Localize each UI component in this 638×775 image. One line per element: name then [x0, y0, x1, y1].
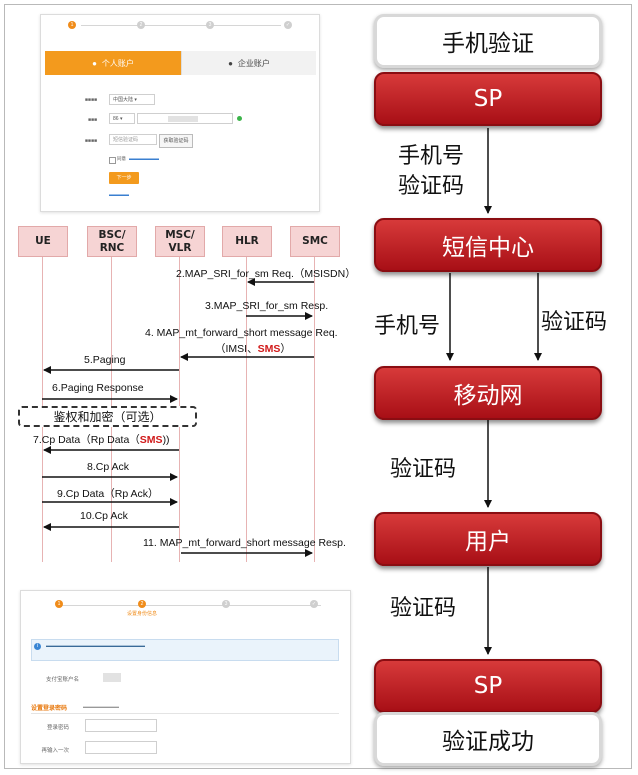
tab-company-account[interactable]: ● 企业账户 [181, 51, 316, 75]
flow-mobile-network: 移动网 [374, 366, 602, 420]
flow-label-code-3: 验证码 [390, 457, 457, 482]
agree-label: 同意 [117, 156, 126, 161]
lifeline-smc [314, 257, 315, 562]
entity-ue: UE [18, 226, 68, 257]
agree-checkbox[interactable] [109, 157, 116, 164]
entity-hlr: HLR [222, 226, 272, 257]
identity-step-4: ✓ [310, 600, 318, 608]
tab-company-label: 企业账户 [237, 58, 270, 68]
tab-personal-label: 个人账户 [101, 58, 134, 68]
tab-personal-account[interactable]: ● 个人账户 [45, 51, 181, 75]
msg-5-label: 5.Paging [84, 354, 126, 366]
entity-smc: SMC [290, 226, 340, 257]
section-subtitle: ▬▬▬▬▬▬▬▬ [83, 704, 119, 709]
msg-8-label: 8.Cp Ack [87, 461, 130, 473]
password-label: 登录密码 [46, 725, 69, 731]
register-form-screenshot: 1 2 3 ✓ ● 个人账户 ● 企业账户 ■■■■ 中国大陆 ▾ ■■■ 86 ▾… [40, 14, 320, 212]
overseas-link[interactable]: ▬▬▬▬ [109, 192, 129, 198]
confirm-password-input[interactable] [85, 741, 157, 754]
code-label: ■■■■ [84, 138, 97, 144]
user-icon: ● [92, 58, 97, 68]
msg-9-label: 9.Cp Data（Rp Ack） [57, 488, 159, 500]
flow-label-code-2: 验证码 [541, 310, 608, 335]
region-select[interactable]: 中国大陆 ▾ [109, 94, 155, 105]
register-step-3: 3 [185, 21, 235, 31]
code-input[interactable]: 短信验证码 [109, 134, 157, 145]
next-button[interactable]: 下一步 [109, 172, 139, 184]
msg-11-label: 11. MAP_mt_forward_short message Resp. [143, 537, 346, 549]
get-code-button[interactable]: 获取验证码 [159, 134, 193, 148]
flow-label-phone-2: 手机号 [374, 314, 441, 339]
msg-2-label: 2.MAP_SRI_for_sm Req.（MSISDN） [176, 268, 356, 280]
register-step-2: 2 [116, 21, 166, 31]
flow-sp-top: SP [374, 72, 602, 126]
lifeline-hlr [246, 257, 247, 562]
section-divider [31, 713, 339, 714]
flow-label-code: 验证码 [398, 174, 465, 199]
info-icon: i [34, 643, 41, 650]
phone-label: ■■■ [87, 117, 97, 123]
account-name-value [103, 673, 121, 682]
entity-msc-vlr: MSC/ VLR [155, 226, 205, 257]
flow-verify-success: 验证成功 [374, 712, 602, 766]
user-icon: ● [228, 58, 233, 68]
agreement-link[interactable]: ▬▬▬▬▬▬ [129, 156, 159, 162]
flow-sp-bottom: SP [374, 659, 602, 713]
account-name-label: 支付宝账户名 [45, 677, 79, 683]
region-label: ■■■■ [84, 97, 97, 103]
register-step-4: ✓ [284, 21, 292, 29]
password-input[interactable] [85, 719, 157, 732]
identity-step-3: 3 [201, 600, 251, 610]
msg-10-label: 10.Cp Ack [80, 510, 128, 522]
info-notice: ▬▬▬▬▬▬▬▬▬▬▬▬▬▬▬▬▬▬▬▬▬▬ [31, 639, 339, 661]
phone-prefix-select[interactable]: 86 ▾ [109, 113, 135, 124]
phone-input[interactable] [137, 113, 233, 124]
msg-4-params: （IMSI、SMS） [215, 343, 291, 355]
flow-user: 用户 [374, 512, 602, 566]
section-title-password: 设置登录密码 [31, 706, 68, 712]
msg-3-label: 3.MAP_SRI_for_sm Resp. [205, 300, 329, 312]
entity-bsc-rnc: BSC/ RNC [87, 226, 137, 257]
flow-sms-center: 短信中心 [374, 218, 602, 272]
flow-label-code-4: 验证码 [390, 596, 457, 621]
identity-step-1: 1 [34, 600, 84, 610]
register-step-1: 1 [47, 21, 97, 31]
check-icon [237, 116, 242, 121]
msg-7-label: 7.Cp Data（Rp Data（SMS)) [33, 434, 170, 446]
msg-4-label: 4. MAP_mt_forward_short message Req. [145, 327, 338, 339]
msg-6-label: 6.Paging Response [52, 382, 144, 394]
confirm-password-label: 再输入一次 [41, 748, 69, 754]
flow-phone-verify: 手机验证 [374, 14, 602, 68]
figure-frame [4, 4, 632, 769]
flow-label-phone: 手机号 [398, 144, 465, 169]
auth-encryption-box: 鉴权和加密（可选） [18, 406, 197, 427]
